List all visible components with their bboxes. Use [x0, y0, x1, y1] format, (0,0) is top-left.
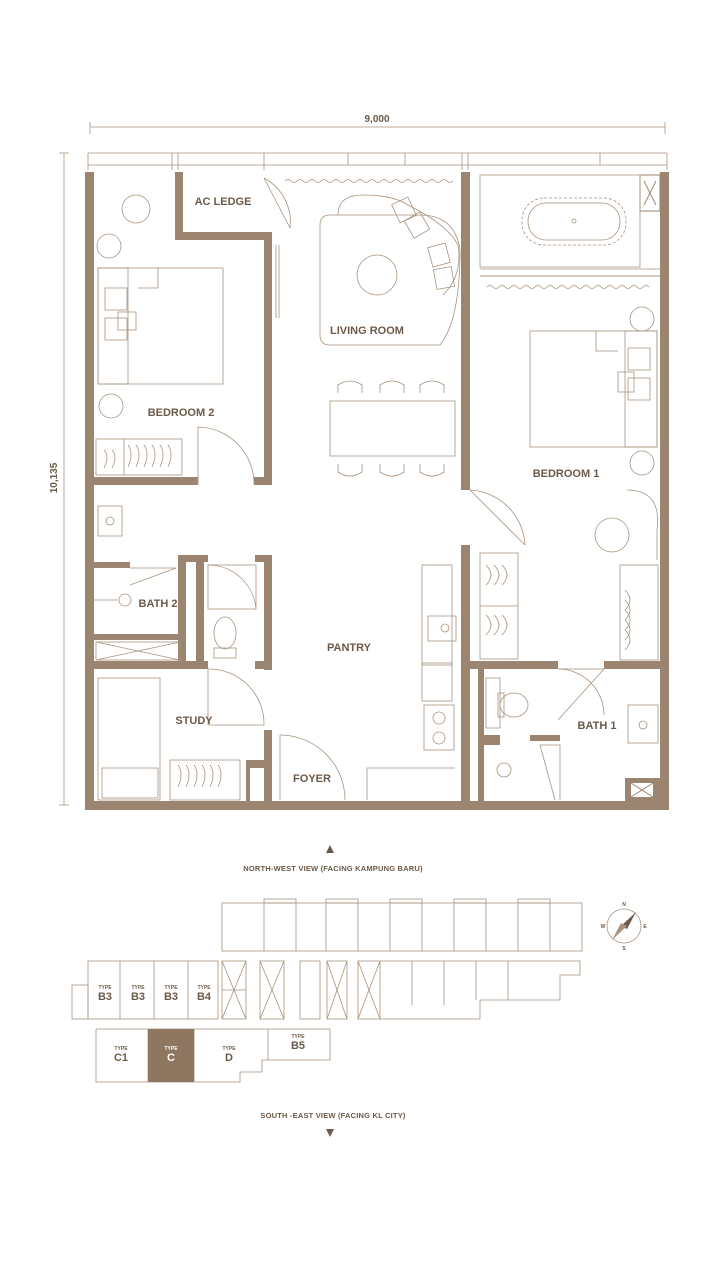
- label-bath-2: BATH 2: [139, 598, 178, 610]
- svg-text:TYPE: TYPE: [222, 1046, 236, 1052]
- compass-icon: N S E W: [601, 902, 648, 952]
- svg-text:E: E: [643, 924, 647, 930]
- svg-text:W: W: [601, 924, 606, 930]
- unit-b5: B5: [291, 1040, 305, 1052]
- label-study: STUDY: [175, 715, 213, 727]
- curtain-living: [284, 179, 454, 183]
- unit-b3-1: B3: [98, 991, 112, 1003]
- svg-text:TYPE: TYPE: [164, 985, 178, 991]
- height-dimension: 10,135: [49, 462, 60, 493]
- svg-text:S: S: [622, 946, 626, 952]
- curtain-bedroom1: [486, 285, 650, 289]
- balcony-rail: [87, 152, 668, 170]
- svg-text:TYPE: TYPE: [291, 1034, 305, 1040]
- unit-c1: C1: [114, 1052, 128, 1064]
- south-east-view-label: SOUTH -EAST VIEW (FACING KL CITY): [260, 1111, 406, 1120]
- svg-text:TYPE: TYPE: [98, 985, 112, 991]
- dimension-lines: [59, 122, 666, 806]
- svg-text:TYPE: TYPE: [131, 985, 145, 991]
- south-arrow-icon: [326, 1129, 334, 1137]
- north-arrow-icon: [326, 845, 334, 853]
- svg-text:TYPE: TYPE: [164, 1046, 178, 1052]
- svg-text:TYPE: TYPE: [197, 985, 211, 991]
- unit-c: C: [167, 1052, 175, 1064]
- north-west-view-label: NORTH-WEST VIEW (FACING KAMPUNG BARU): [243, 864, 423, 873]
- room-labels: AC LEDGE LIVING ROOM BEDROOM 2 BEDROOM 1…: [139, 196, 617, 785]
- key-plan-highlight-type-c: [148, 1029, 194, 1082]
- label-bedroom-1: BEDROOM 1: [533, 468, 600, 480]
- walls: [85, 172, 669, 810]
- unit-b3-3: B3: [164, 991, 178, 1003]
- label-ac-ledge: AC LEDGE: [195, 196, 252, 208]
- ducts: [625, 174, 661, 801]
- unit-b4: B4: [197, 991, 212, 1003]
- label-pantry: PANTRY: [327, 642, 372, 654]
- furniture: [94, 174, 659, 801]
- key-plan-labels: TYPE B3 TYPE B3 TYPE B3 TYPE B4 TYPE C1 …: [98, 985, 305, 1064]
- label-bath-1: BATH 1: [578, 720, 617, 732]
- svg-text:TYPE: TYPE: [114, 1046, 128, 1052]
- label-bedroom-2: BEDROOM 2: [148, 407, 215, 419]
- key-plan: [71, 898, 583, 1083]
- unit-b3-2: B3: [131, 991, 145, 1003]
- unit-d: D: [225, 1052, 233, 1064]
- svg-text:N: N: [622, 902, 626, 908]
- label-living-room: LIVING ROOM: [330, 325, 404, 337]
- width-dimension: 9,000: [364, 114, 389, 125]
- label-foyer: FOYER: [293, 773, 331, 785]
